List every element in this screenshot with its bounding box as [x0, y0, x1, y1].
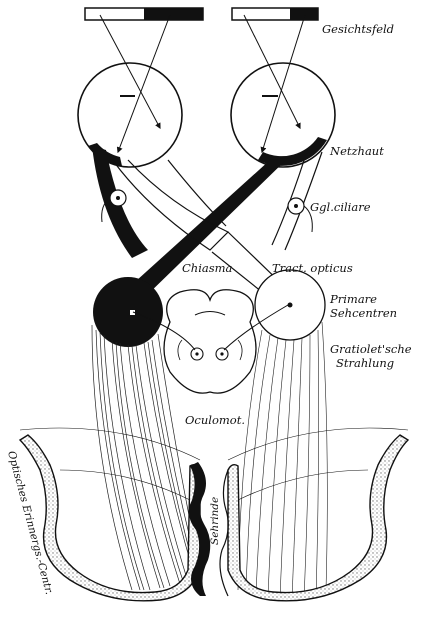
label-oculomotor: Oculomot. — [185, 413, 245, 427]
label-primary-centers-1: Primare — [329, 292, 377, 306]
left-primary-center — [93, 277, 163, 347]
right-eye — [231, 63, 335, 167]
right-primary-center — [255, 270, 325, 340]
label-gratiolet-1: Gratiolet'sche — [330, 342, 412, 356]
label-chiasma: Chiasma — [182, 261, 233, 275]
label-primary-centers-2: Sehcentren — [330, 306, 397, 320]
right-ciliary-ganglion — [288, 198, 312, 232]
right-visual-field-bar — [232, 8, 318, 20]
label-visual-field: Gesichtsfeld — [322, 22, 394, 36]
label-visual-cortex: Sehrinde — [209, 497, 221, 545]
light-rays — [100, 15, 305, 152]
label-ciliary-ganglion: Ggl.ciliare — [310, 200, 371, 214]
cortical-fibers — [20, 428, 408, 500]
right-occipital-cortex — [220, 435, 408, 601]
label-gratiolet-2: Strahlung — [336, 356, 394, 370]
left-visual-field-bar — [85, 8, 203, 20]
label-optic-tract: Tract. opticus — [272, 261, 353, 275]
label-retina: Netzhaut — [329, 144, 384, 158]
